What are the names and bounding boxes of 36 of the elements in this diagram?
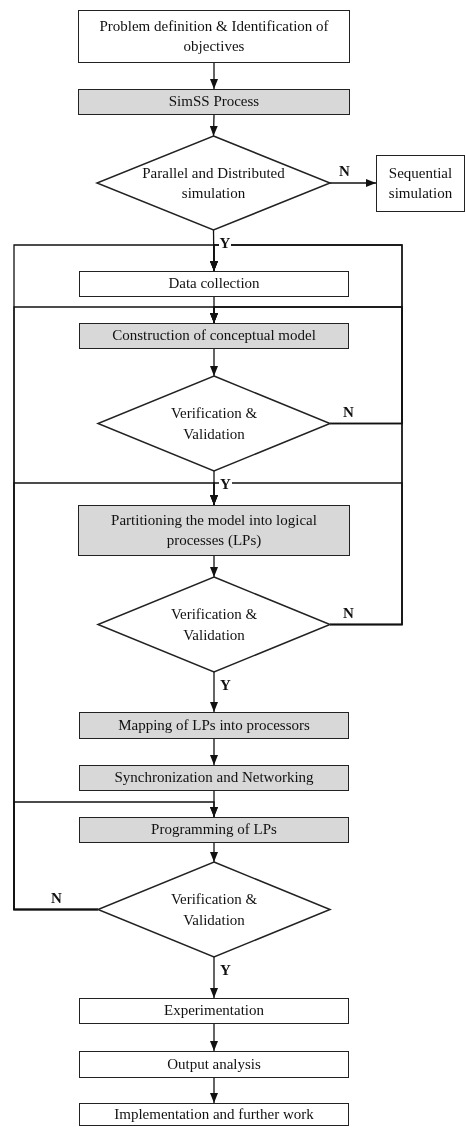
edge-label: Y xyxy=(219,477,232,492)
edge-label: N xyxy=(50,890,63,906)
arrow xyxy=(13,801,218,911)
process-box: Experimentation xyxy=(79,998,349,1024)
shaded-process-box: Mapping of LPs into processors xyxy=(79,712,349,739)
shaded-process-box: Programming of LPs xyxy=(79,817,349,843)
arrow xyxy=(210,555,218,578)
process-box: Problem definition & Identification of objectives xyxy=(78,10,350,63)
edge-label: Y xyxy=(218,236,232,251)
edge-label: N xyxy=(342,404,355,420)
arrow xyxy=(210,738,218,766)
arrow xyxy=(329,179,377,187)
edge-label: Y xyxy=(219,678,232,693)
shaded-process-box: Construction of conceptual model xyxy=(79,323,349,349)
edge-label: Y xyxy=(219,963,232,978)
decision-text: Verification & Validation xyxy=(169,404,259,444)
process-box: Sequential simulation xyxy=(376,155,465,212)
arrow xyxy=(209,114,218,137)
decision-text: Parallel and Distributed simulation xyxy=(141,163,286,203)
shaded-process-box: SimSS Process xyxy=(78,89,350,115)
process-box: Data collection xyxy=(79,271,349,297)
arrow xyxy=(210,1077,218,1104)
arrow xyxy=(210,956,218,999)
process-box: Output analysis xyxy=(79,1051,349,1078)
arrow xyxy=(210,62,218,90)
shaded-process-box: Synchronization and Networking xyxy=(79,765,349,791)
arrow xyxy=(210,348,218,377)
decision-text: Verification & Validation xyxy=(169,605,259,645)
arrow xyxy=(210,1023,218,1052)
process-box: Implementation and further work xyxy=(79,1103,349,1126)
edge-label: N xyxy=(338,164,351,179)
arrow xyxy=(210,671,218,713)
arrow xyxy=(210,842,218,863)
edge-label: N xyxy=(342,605,355,621)
decision-text: Verification & Validation xyxy=(169,890,259,930)
shaded-process-box: Partitioning the model into logical processes (LPs) xyxy=(78,505,350,556)
